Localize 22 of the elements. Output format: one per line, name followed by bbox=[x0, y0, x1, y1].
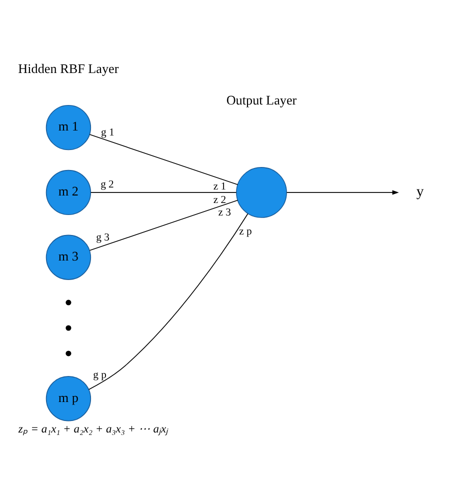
connector bbox=[90, 192, 237, 193]
label: z 2 bbox=[213, 194, 226, 206]
connector bbox=[88, 213, 248, 390]
node-circle: m 1 bbox=[46, 104, 92, 150]
node-text: y bbox=[416, 184, 424, 200]
edge-label: g 1 bbox=[101, 126, 114, 138]
connector bbox=[89, 134, 238, 186]
node-circle: m 3 bbox=[46, 234, 92, 280]
label: z 1 bbox=[213, 180, 226, 192]
connector bbox=[89, 200, 238, 251]
label: Hidden RBF Layer bbox=[18, 61, 119, 76]
label: z 3 bbox=[218, 206, 231, 219]
edge-label: g 3 bbox=[96, 232, 110, 244]
caption: zₚ = a₁x₁ + a₂x₂ + a₃x₃ + ⋯ aⱼxⱼ bbox=[18, 423, 168, 436]
label: z p bbox=[239, 225, 252, 238]
node-circle: m p bbox=[46, 376, 92, 422]
node-circle: m 2 bbox=[46, 170, 92, 216]
node-circle bbox=[236, 167, 287, 218]
edge-label: g 2 bbox=[100, 178, 114, 191]
edge-label: g p bbox=[93, 368, 106, 381]
label: Output Layer bbox=[226, 92, 297, 108]
arrow bbox=[286, 190, 399, 195]
